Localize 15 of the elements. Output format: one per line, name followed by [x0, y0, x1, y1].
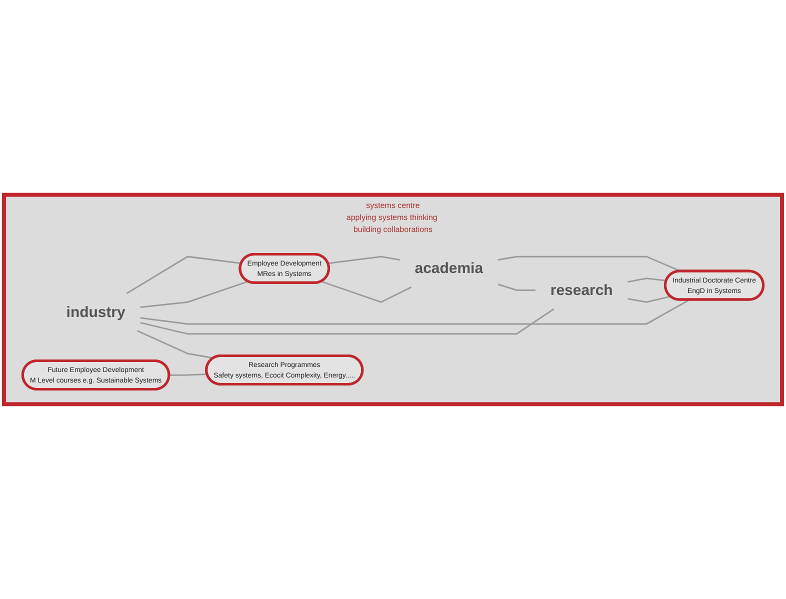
connector	[498, 256, 682, 272]
connector	[498, 284, 536, 292]
node-text: academia	[414, 260, 484, 277]
connector	[126, 256, 242, 294]
connector	[140, 280, 248, 308]
connector	[169, 373, 208, 376]
connector	[137, 330, 214, 359]
connector	[320, 280, 412, 303]
connector	[140, 308, 554, 335]
connector	[328, 256, 400, 264]
node-text: research	[550, 282, 613, 298]
connector	[628, 296, 671, 303]
node-text: industry	[66, 304, 126, 320]
connector	[628, 278, 666, 283]
connector	[140, 299, 690, 325]
